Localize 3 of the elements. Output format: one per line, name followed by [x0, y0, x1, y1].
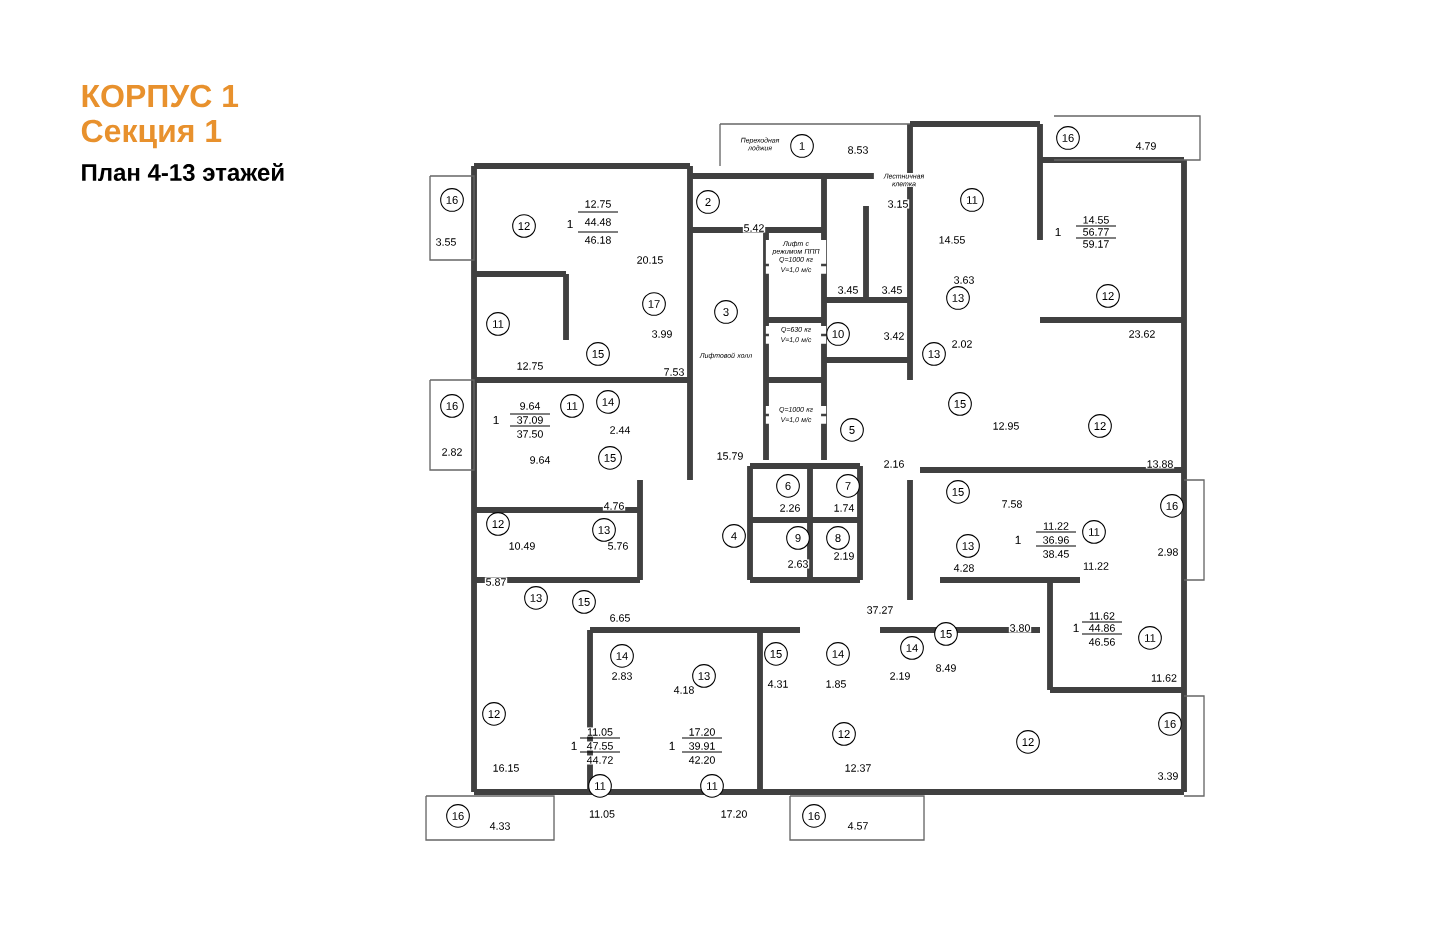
subtitle: Секция 1	[81, 119, 222, 149]
subtitle: План 4-13 этажей	[82, 162, 284, 182]
title: КОРПУС 1	[82, 84, 239, 108]
